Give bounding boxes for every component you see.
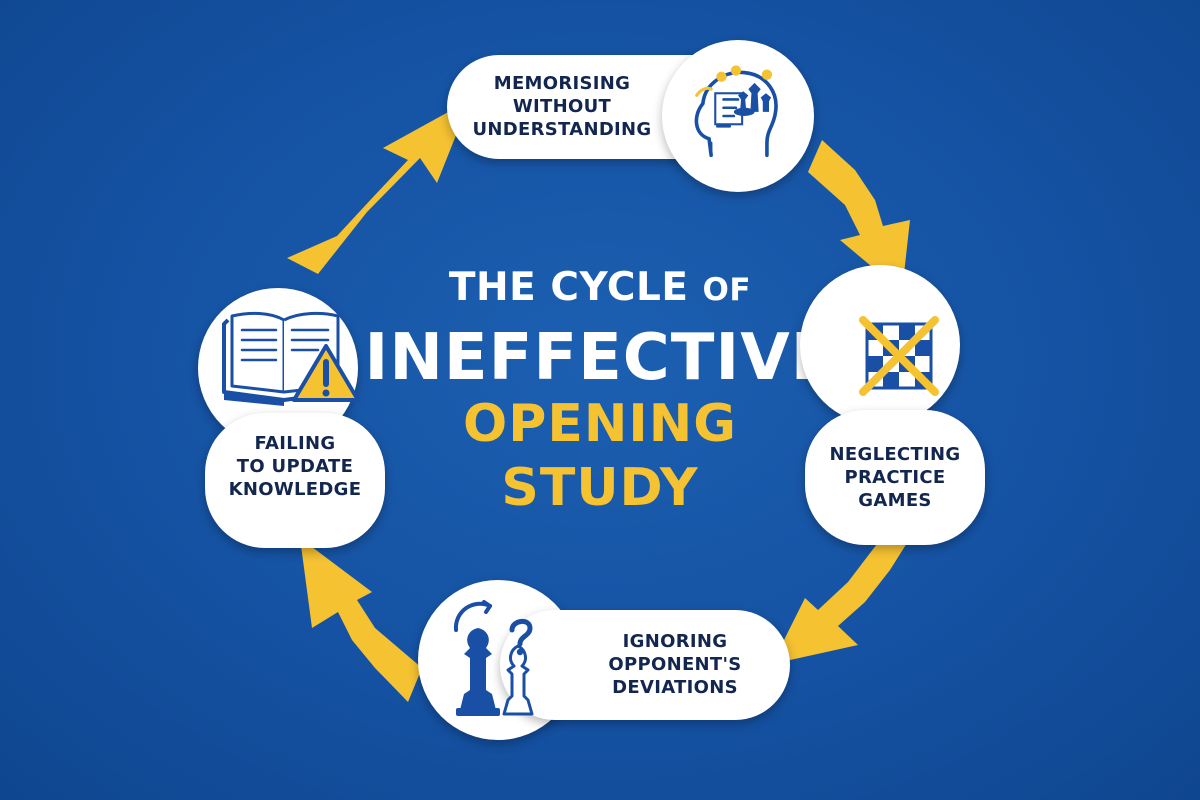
title-of: OF bbox=[702, 272, 752, 308]
step-icon-circle-top bbox=[662, 40, 814, 192]
title-line-4: STUDY bbox=[501, 458, 699, 518]
step-pill-left bbox=[205, 413, 385, 548]
arrow-top-to-right bbox=[808, 140, 910, 292]
arrow-right-to-bottom bbox=[772, 535, 912, 664]
step-pill-right bbox=[805, 410, 985, 545]
head-brain-chess-icon bbox=[676, 54, 800, 178]
crossed-chessboard-icon bbox=[855, 308, 945, 398]
arrow-bottom-to-left bbox=[300, 538, 422, 702]
chess-pieces-question-icon bbox=[440, 590, 560, 725]
title-line-3: OPENING bbox=[463, 394, 737, 454]
title-line-2: INEFFECTIVE bbox=[364, 321, 836, 395]
book-warning-icon bbox=[218, 300, 368, 410]
step-pill-bottom bbox=[500, 610, 790, 720]
title-line-1: THE CYCLE OF bbox=[449, 268, 751, 307]
arrow-left-to-top bbox=[287, 100, 470, 274]
title-the-cycle: THE CYCLE bbox=[448, 265, 689, 310]
